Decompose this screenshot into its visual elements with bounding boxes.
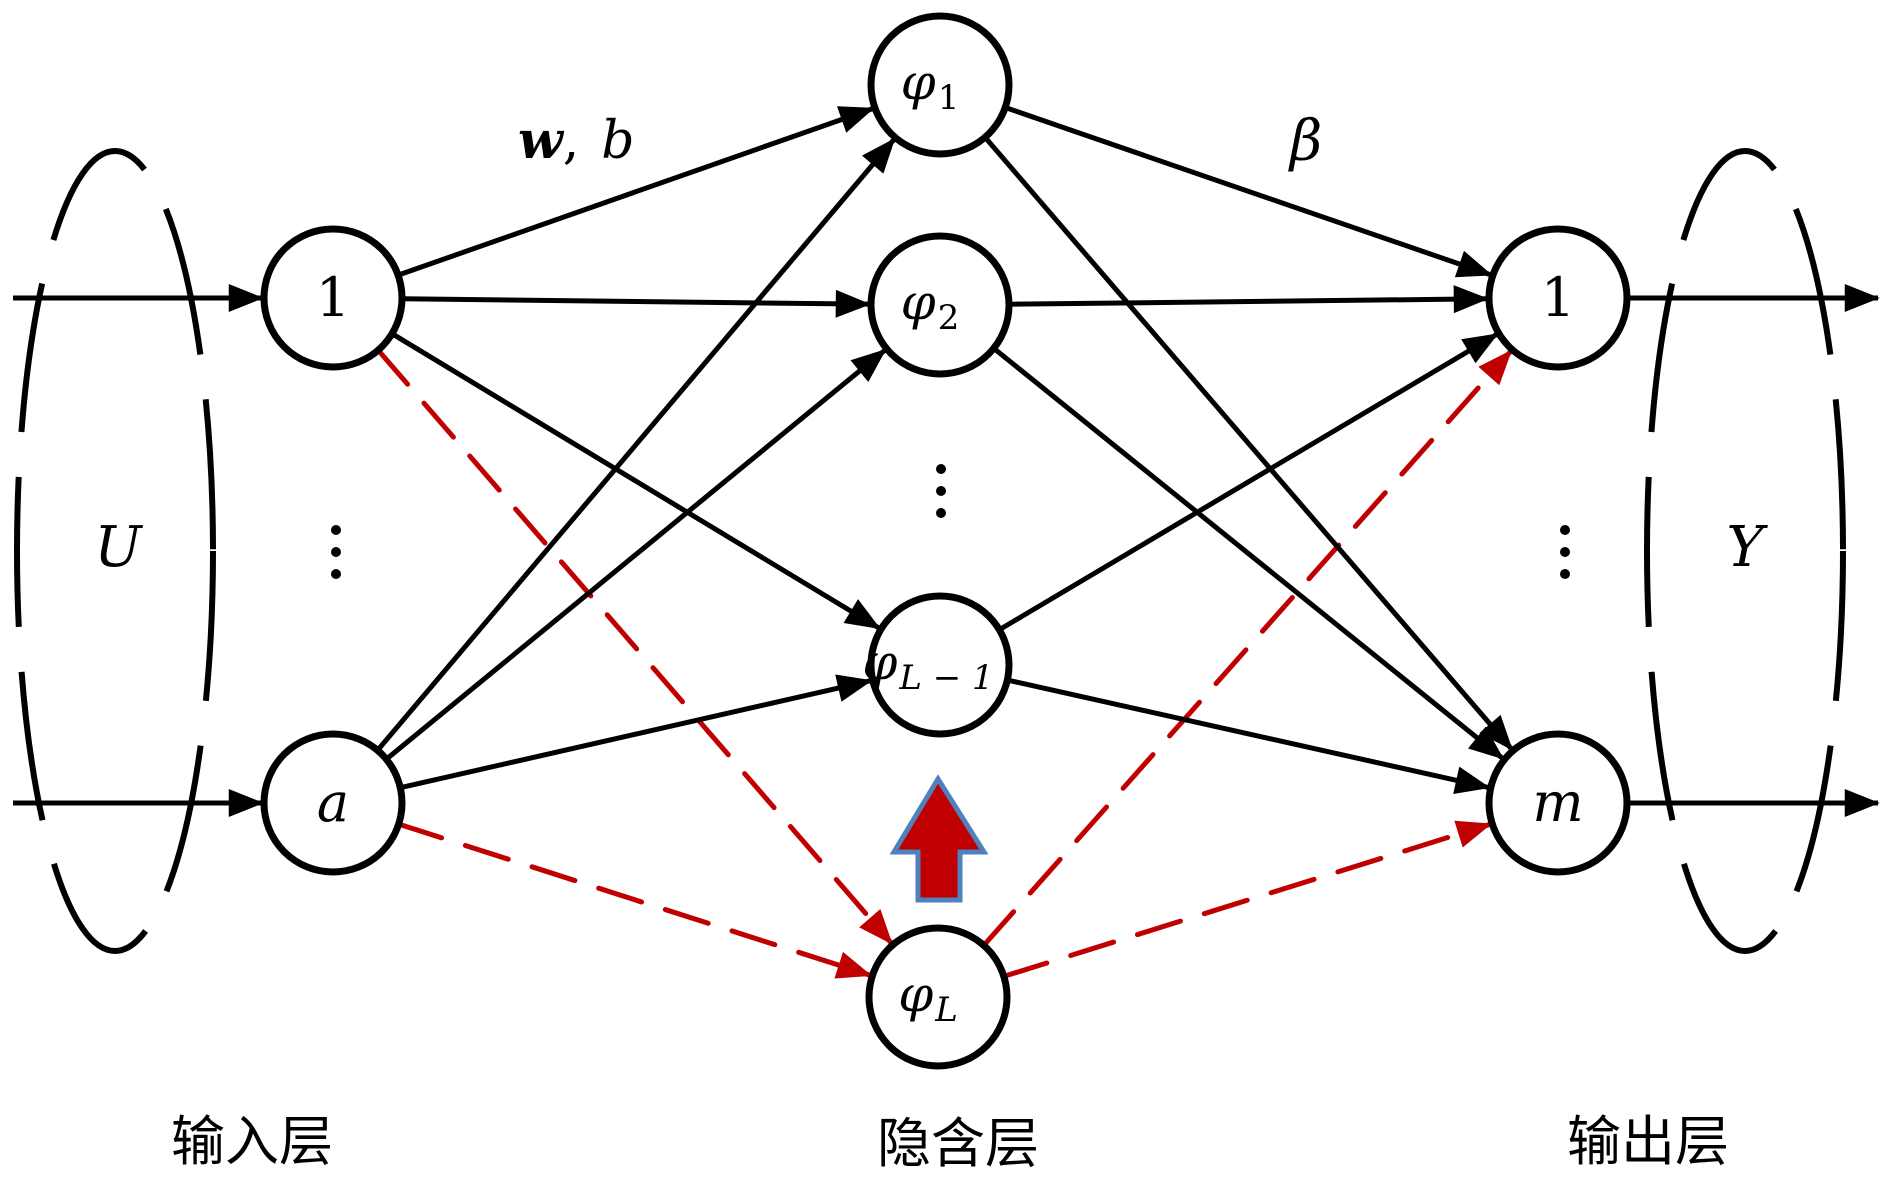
input-hidden-weight-label: w, b — [518, 110, 635, 171]
node-circle — [867, 592, 1013, 738]
node-circle — [865, 924, 1011, 1070]
output-ellipsis-dots — [1560, 525, 1570, 579]
new-edge-hL-outm — [1001, 820, 1493, 979]
edge-hL1-outm — [1006, 677, 1491, 794]
node-label: φ1 — [901, 53, 960, 118]
node-circle — [1485, 225, 1631, 371]
node-label: φ2 — [901, 273, 960, 338]
hidden-output-weight-label: β — [1288, 109, 1322, 174]
node-label: φL — [898, 965, 958, 1030]
edge-in1-h1 — [397, 106, 875, 278]
output-node-out1: 1 — [1485, 225, 1631, 371]
node-circle — [260, 225, 406, 371]
network-edges — [375, 105, 1514, 794]
input-node-in1: 1 — [260, 225, 406, 371]
new-edge-ina-hL — [396, 821, 873, 979]
new-edge-hL-out1 — [981, 348, 1514, 948]
hidden-node-h1: φ1 — [867, 12, 1013, 158]
edge-h2-outm — [992, 346, 1505, 761]
node-circle — [867, 232, 1013, 378]
edge-h1-outm — [983, 135, 1514, 751]
edge-in1-h2 — [401, 289, 871, 318]
input-layer-label: 输入层 — [171, 1110, 333, 1173]
edge-ina-hL1 — [399, 674, 873, 791]
node-label: m — [1532, 771, 1583, 834]
hidden-node-hL: φL — [865, 924, 1011, 1070]
output-group-ellipse — [1644, 148, 1846, 954]
new-edge-in1-hL — [375, 347, 895, 946]
node-label: 1 — [1541, 266, 1575, 329]
hidden-ellipsis-dots — [936, 464, 946, 518]
node-circle — [1485, 730, 1631, 876]
hidden-layer-label: 隐含层 — [877, 1112, 1039, 1175]
weight-separator: , — [563, 111, 580, 171]
output-layer-label: 输出层 — [1567, 1110, 1729, 1173]
edge-h2-out1 — [1008, 285, 1489, 314]
new-node-edges — [375, 347, 1514, 979]
node-label: a — [317, 771, 349, 834]
insert-node-up-arrow-icon — [889, 774, 989, 903]
input-group-label: U — [94, 515, 143, 580]
node-circle — [867, 12, 1013, 158]
hidden-node-hL1: φL − 1 — [862, 592, 1013, 738]
node-label: 1 — [316, 266, 350, 329]
node-circle — [260, 730, 406, 876]
hidden-node-h2: φ2 — [867, 232, 1013, 378]
input-group-ellipse — [14, 148, 216, 954]
node-label: φL − 1 — [862, 633, 993, 698]
bias-b: b — [601, 111, 634, 171]
output-node-outm: m — [1485, 730, 1631, 876]
output-group-label: Y — [1727, 515, 1769, 580]
edge-ina-h1 — [375, 137, 897, 752]
weight-w: w — [518, 110, 565, 171]
edge-hL1-out1 — [998, 332, 1499, 632]
edge-in1-hL1 — [390, 331, 881, 631]
edge-h1-out1 — [1004, 105, 1493, 278]
input-node-ina: a — [260, 730, 406, 876]
input-ellipsis-dots — [331, 525, 341, 579]
edge-ina-h2 — [384, 348, 887, 762]
